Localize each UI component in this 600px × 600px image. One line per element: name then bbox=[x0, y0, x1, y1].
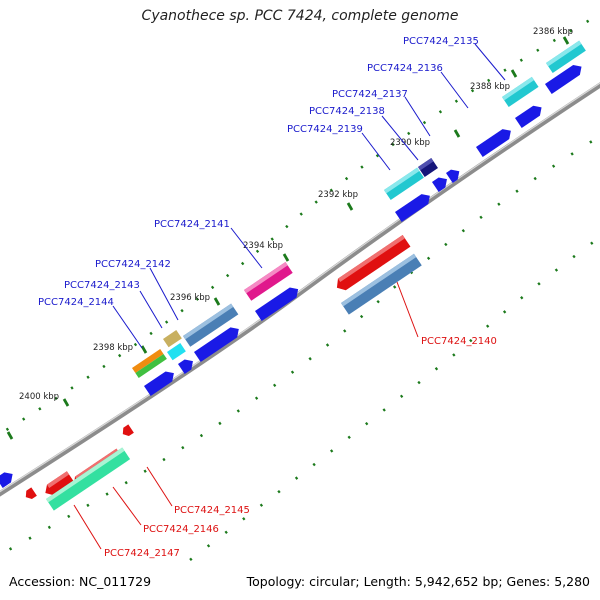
gene-box-2140-red bbox=[336, 235, 411, 291]
gene-box-2141 bbox=[244, 262, 293, 301]
gene-label-2145: PCC7424_2145 bbox=[174, 505, 250, 516]
gene-box-2140-steel bbox=[341, 253, 422, 315]
gene-label-2135: PCC7424_2135 bbox=[403, 36, 479, 47]
gene-box-2143 bbox=[167, 343, 186, 361]
gene-label-2142: PCC7424_2142 bbox=[95, 259, 171, 270]
reverse-gene-boxes bbox=[25, 235, 422, 511]
reverse-gene-labels: PCC7424_2140 PCC7424_2145 PCC7424_2146 P… bbox=[104, 336, 497, 559]
gene-label-2139: PCC7424_2139 bbox=[287, 124, 363, 135]
gene-label-2138: PCC7424_2138 bbox=[309, 106, 385, 117]
kbp-label-2400: 2400 kbp bbox=[19, 392, 59, 402]
accession-text: Accession: NC_011729 bbox=[9, 574, 152, 589]
tick-ring-inner-1 bbox=[0, 134, 600, 557]
gene-label-2140: PCC7424_2140 bbox=[421, 336, 497, 347]
leader-lines-forward bbox=[112, 43, 506, 349]
gene-label-2143: PCC7424_2143 bbox=[64, 280, 140, 291]
gene-box-2137 bbox=[418, 158, 438, 177]
genome-backbone bbox=[0, 82, 600, 497]
map-title: Cyanothece sp. PCC 7424, complete genome bbox=[141, 8, 459, 24]
gene-label-2147: PCC7424_2147 bbox=[104, 548, 180, 559]
genome-summary-text: Topology: circular; Length: 5,942,652 bp… bbox=[246, 574, 590, 589]
tick-ring-inner-2 bbox=[189, 235, 600, 562]
kbp-label-2386: 2386 kbp bbox=[533, 27, 573, 37]
genome-backbone-highlight bbox=[0, 82, 600, 493]
gene-label-2144: PCC7424_2144 bbox=[38, 297, 114, 308]
kbp-label-2392: 2392 kbp bbox=[318, 190, 358, 200]
gene-box-2136 bbox=[501, 76, 539, 107]
gene-box-2135 bbox=[546, 40, 586, 73]
tick-ring-outer bbox=[0, 18, 591, 436]
gene-box-2143b bbox=[163, 330, 182, 348]
leader-lines-reverse bbox=[73, 281, 419, 550]
gene-box-2145-tiny2 bbox=[25, 487, 37, 500]
gene-label-2141: PCC7424_2141 bbox=[154, 219, 230, 230]
kbp-label-2394: 2394 kbp bbox=[243, 241, 283, 251]
gene-label-2136: PCC7424_2136 bbox=[367, 63, 443, 74]
gene-box-2145-tiny bbox=[122, 424, 134, 437]
forward-gene-boxes bbox=[132, 40, 586, 378]
kbp-label-2396: 2396 kbp bbox=[170, 293, 210, 303]
gene-box-2144 bbox=[132, 348, 167, 378]
gene-box-2146-green bbox=[46, 447, 131, 511]
gene-box-2142 bbox=[183, 303, 239, 347]
kbp-label-2388: 2388 kbp bbox=[470, 82, 510, 92]
gene-box-2139 bbox=[384, 167, 424, 200]
major-ticks bbox=[6, 36, 570, 440]
forward-cds-arrows bbox=[0, 64, 582, 488]
gene-box-2145-red-small bbox=[45, 471, 75, 496]
kbp-label-2390: 2390 kbp bbox=[390, 138, 430, 148]
forward-gene-labels: PCC7424_2135 PCC7424_2136 PCC7424_2137 P… bbox=[38, 36, 479, 308]
kbp-label-2398: 2398 kbp bbox=[93, 343, 133, 353]
gene-label-2146: PCC7424_2146 bbox=[143, 524, 219, 535]
gene-label-2137: PCC7424_2137 bbox=[332, 89, 408, 100]
